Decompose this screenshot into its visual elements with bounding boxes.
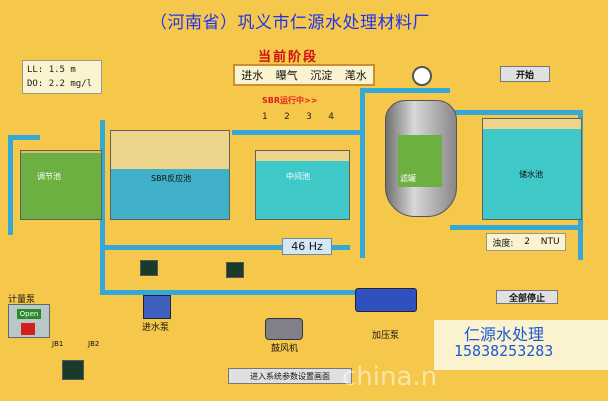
inlet-pump-icon[interactable] xyxy=(143,295,171,319)
frequency-unit: Hz xyxy=(308,240,323,253)
ll-label: LL: xyxy=(27,65,44,75)
ll-value: 1.5 m xyxy=(48,65,76,75)
pipe xyxy=(450,225,580,230)
settings-button[interactable]: 进入系统参数设置画面 xyxy=(228,368,352,384)
booster-pump-label: 加压泵 xyxy=(372,331,400,341)
stage-item-decanting: 滗水 xyxy=(344,69,367,82)
brand-phone: 15838253283 xyxy=(454,342,554,360)
step-3: 3 xyxy=(306,112,312,122)
turbidity-value: 2 xyxy=(524,237,530,247)
step-4: 4 xyxy=(328,112,334,122)
sbr-tank-water xyxy=(111,169,229,219)
page-title: （河南省）巩义市仁源水处理材料厂 xyxy=(150,13,430,33)
do-label: DO: xyxy=(27,79,44,89)
stage-heading: 当前阶段 xyxy=(258,50,319,65)
pipe xyxy=(100,245,350,250)
step-1: 1 xyxy=(262,112,268,122)
turbidity-display: 浊度: 2 NTU xyxy=(486,233,566,251)
pipe xyxy=(100,120,105,295)
booster-pump-icon[interactable] xyxy=(355,288,417,312)
pipe xyxy=(100,290,360,295)
jb2-label: JB2 xyxy=(88,340,100,348)
indicator-toggle[interactable] xyxy=(62,360,84,380)
metering-pump-panel: Open xyxy=(8,304,50,338)
intermediate-tank: 中间池 xyxy=(255,150,350,220)
intermediate-tank-label: 中间池 xyxy=(286,172,310,181)
sbr-tank: SBR反应池 xyxy=(110,130,230,220)
stage-item-aeration: 曝气 xyxy=(275,69,298,82)
stop-indicator-icon xyxy=(21,323,35,335)
pipe xyxy=(8,135,13,235)
regulating-tank-label: 调节池 xyxy=(37,172,61,181)
filter-water xyxy=(398,135,442,187)
stage-item-settling: 沉淀 xyxy=(310,69,333,82)
sbr-tank-label: SBR反应池 xyxy=(151,174,192,183)
indicator-toggle[interactable] xyxy=(226,262,244,278)
stage-item-inlet: 进水 xyxy=(241,69,264,82)
filter-label: 滤罐 xyxy=(400,174,416,183)
blower-icon[interactable] xyxy=(265,318,303,340)
pipe xyxy=(440,110,580,115)
indicator-toggle[interactable] xyxy=(140,260,158,276)
sbr-run-status: SBR运行中>> xyxy=(262,96,318,105)
turbidity-unit: NTU xyxy=(540,237,560,247)
jb1-label: JB1 xyxy=(52,340,64,348)
stop-all-button[interactable]: 全部停止 xyxy=(496,290,558,304)
step-indicators: 1 2 3 4 xyxy=(262,112,334,122)
frequency-display: 46 Hz xyxy=(282,238,332,255)
level-do-readout: LL: 1.5 m DO: 2.2 mg/l xyxy=(22,60,102,94)
brand-name: 仁源水处理 xyxy=(464,325,545,344)
frequency-value: 46 xyxy=(291,240,306,253)
intermediate-tank-water xyxy=(256,161,349,219)
turbidity-label: 浊度: xyxy=(492,238,514,249)
step-2: 2 xyxy=(284,112,290,122)
brand-box xyxy=(434,320,608,370)
liquid-level-row: LL: 1.5 m xyxy=(27,63,97,77)
storage-tank-label: 储水池 xyxy=(519,170,543,179)
pipe xyxy=(232,130,362,135)
pipe xyxy=(360,88,450,93)
metering-pump-label: 计量泵 xyxy=(8,295,36,305)
watermark: china.n xyxy=(342,362,438,392)
storage-tank-water xyxy=(483,129,581,219)
blower-label: 鼓风机 xyxy=(271,344,299,354)
inlet-pump-label: 进水泵 xyxy=(142,323,170,333)
do-row: DO: 2.2 mg/l xyxy=(27,77,97,91)
open-button[interactable]: Open xyxy=(17,309,41,319)
pipe xyxy=(360,88,365,258)
pipe xyxy=(8,135,40,140)
regulating-tank-water xyxy=(21,153,101,219)
do-value: 2.2 mg/l xyxy=(48,79,93,89)
filter-vessel: 滤罐 xyxy=(385,100,457,217)
start-button[interactable]: 开始 xyxy=(500,66,550,82)
regulating-tank: 调节池 xyxy=(20,150,102,220)
stage-panel: 进水 曝气 沉淀 滗水 xyxy=(233,64,375,86)
storage-tank: 储水池 xyxy=(482,118,582,220)
pressure-gauge-icon xyxy=(412,66,432,86)
